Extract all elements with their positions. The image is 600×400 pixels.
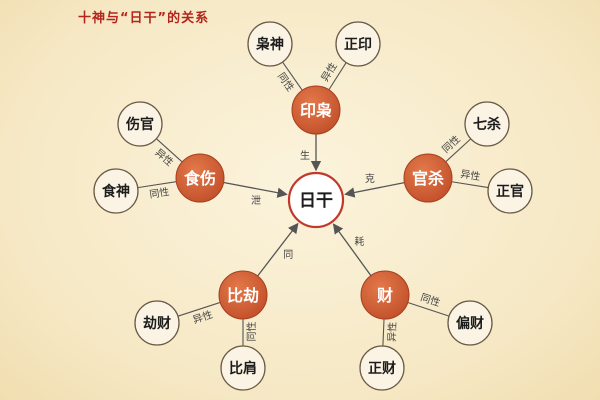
leaf-label-9: 食神 (102, 183, 130, 200)
leaf-label-3: 正官 (496, 183, 524, 200)
arrow-cai (332, 223, 372, 276)
leaf-node-4 (447, 300, 493, 346)
relation-label-guansha: 克 (365, 173, 375, 185)
connector-cai-5 (382, 318, 385, 347)
leaf-node-5 (359, 345, 405, 391)
hub-label-bijie: 比劫 (227, 286, 259, 305)
leaf-node-6 (134, 300, 180, 346)
gender-label-0: 同性 (275, 70, 297, 94)
gender-label-8: 异性 (153, 146, 177, 169)
leaf-node-3 (487, 168, 533, 214)
connector-yinxiao-0 (282, 61, 303, 91)
connector-bijie-6 (177, 301, 221, 317)
gender-label-1: 异性 (318, 60, 340, 84)
arrow-bijie (257, 222, 299, 277)
hub-node-cai (360, 270, 410, 320)
gender-label-4: 同性 (419, 291, 442, 310)
leaf-label-1: 正印 (344, 36, 372, 53)
leaf-label-8: 伤官 (125, 116, 154, 133)
relation-label-yinxiao: 生 (300, 149, 310, 162)
gender-label-7: 同性 (245, 322, 258, 342)
hub-label-guansha: 官杀 (412, 169, 444, 188)
connector-yinxiao-1 (328, 62, 347, 91)
connector-shishang-9 (137, 181, 177, 189)
connector-guansha-2 (445, 138, 472, 163)
relation-label-bijie: 同 (283, 249, 293, 261)
leaf-node-0 (247, 21, 293, 67)
leaf-label-5: 正财 (368, 360, 396, 377)
hub-node-shishang (175, 153, 225, 203)
gender-label-5: 异性 (385, 322, 399, 343)
diagram-title: 十神与“日干”的关系 (78, 11, 210, 26)
leaf-label-4: 偏财 (456, 315, 484, 332)
hub-label-yinxiao: 印枭 (300, 101, 332, 120)
gender-label-9: 同性 (148, 185, 170, 201)
leaf-node-9 (93, 168, 139, 214)
connector-cai-4 (407, 301, 450, 317)
hub-label-shishang: 食伤 (183, 169, 216, 188)
leaf-label-2: 七杀 (473, 116, 501, 133)
relation-label-cai: 耗 (354, 236, 364, 248)
leaf-node-7 (220, 345, 266, 391)
center-node (287, 171, 345, 229)
leaf-node-2 (464, 101, 510, 147)
leaf-label-7: 比肩 (229, 360, 257, 377)
hub-node-yinxiao (291, 85, 341, 135)
connector-guansha-3 (451, 181, 489, 189)
relation-label-shishang: 泄 (251, 194, 261, 207)
gender-label-3: 异性 (460, 167, 482, 183)
gender-label-2: 同性 (439, 132, 463, 155)
hub-node-bijie (218, 270, 268, 320)
hub-label-cai: 财 (376, 286, 393, 305)
arrow-shishang (223, 181, 288, 198)
center-label: 日干 (299, 191, 333, 211)
connector-shishang-8 (155, 138, 183, 163)
arrow-guansha (344, 181, 405, 198)
leaf-label-6: 劫财 (143, 315, 171, 332)
leaf-node-1 (335, 21, 381, 67)
leaf-node-8 (117, 101, 163, 147)
hub-node-guansha (403, 153, 453, 203)
leaf-label-0: 枭神 (255, 36, 284, 53)
